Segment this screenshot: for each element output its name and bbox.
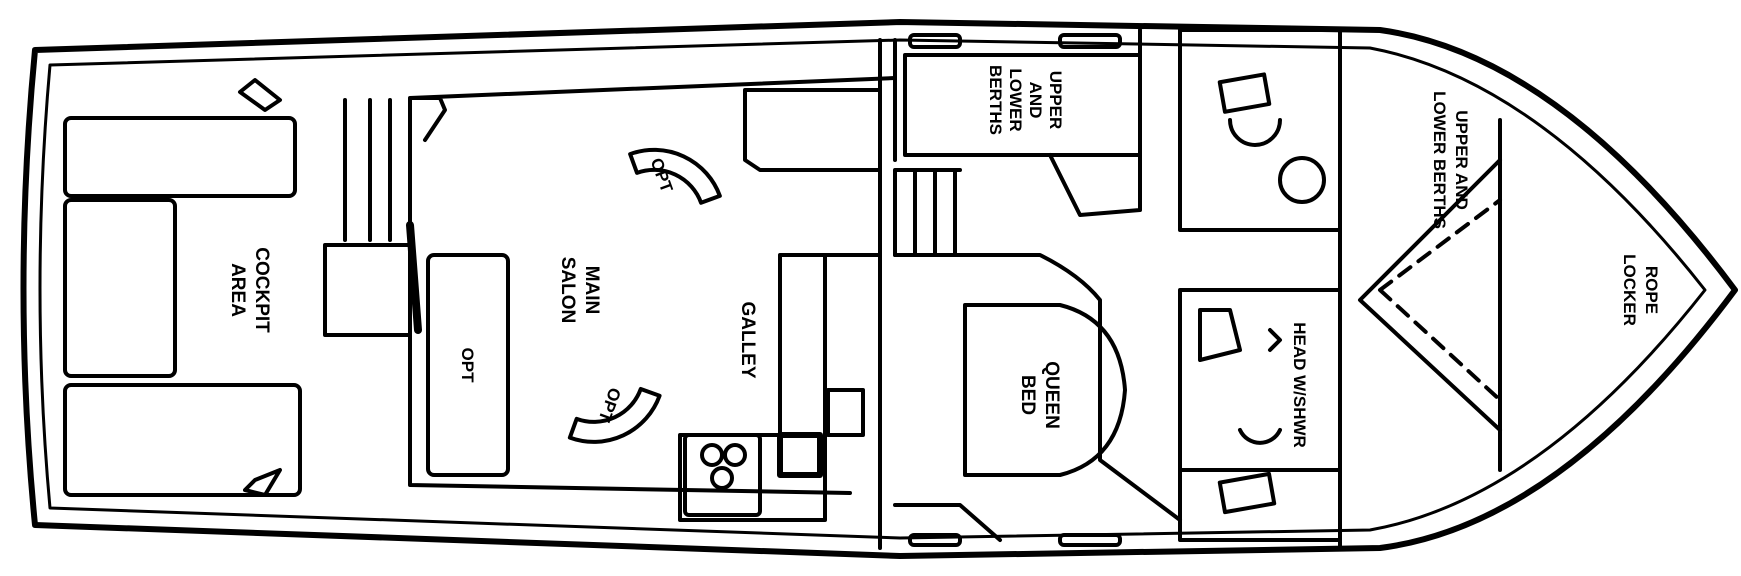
berth-bunk-bottom <box>1058 533 1122 547</box>
forward-v-berth <box>1338 28 1502 550</box>
label-galley: GALLEY <box>737 301 758 378</box>
galley-counter <box>678 253 827 522</box>
lower-sink <box>1217 471 1277 515</box>
label-upper-lower-left-line-2: AND <box>1026 82 1045 119</box>
label-upper-lower-right: UPPER AND LOWER BERTHS <box>1430 91 1471 229</box>
label-main-salon-line-2: SALON <box>557 257 578 324</box>
label-upper-lower-left-line-4: BERTHS <box>986 65 1005 135</box>
salon-cabinet <box>743 88 882 172</box>
label-cockpit: COCKPIT AREA <box>227 247 272 333</box>
galley-wall <box>823 253 882 522</box>
label-opt-chair-top-text: OPT <box>647 155 677 195</box>
label-cockpit-line-2: AREA <box>227 263 248 317</box>
label-head-line-1: HEAD W/SHWR <box>1290 322 1309 448</box>
galley-appliance <box>826 388 865 437</box>
label-queen-bed: QUEEN BED <box>1017 361 1062 429</box>
lower-fixture <box>1238 428 1282 445</box>
label-galley-text: GALLEY <box>737 301 758 378</box>
berth-cabin-lower <box>1178 468 1342 542</box>
label-opt-chair-bottom: OPT <box>594 385 624 425</box>
label-rope-locker: ROPE LOCKER <box>1620 254 1661 326</box>
berth-bunk-bottom-2 <box>908 533 962 547</box>
berth-bunk-left-top-2 <box>1058 33 1122 49</box>
head-sink-top <box>1217 72 1272 114</box>
head-cabin <box>1178 28 1342 232</box>
label-main-salon: MAIN SALON <box>557 257 602 324</box>
galley-stove <box>683 433 762 517</box>
label-upper-lower-left-line-1: UPPER <box>1046 71 1065 130</box>
berth-cabin-left-divider <box>1048 28 1142 217</box>
label-opt-chair-top: OPT <box>647 155 677 195</box>
salon-steps <box>343 98 412 242</box>
cockpit-seat-bottom <box>63 383 302 497</box>
head-shower-fixture <box>1198 308 1242 362</box>
cockpit-cleat-bottom <box>243 468 282 497</box>
queen-bed <box>963 303 1127 477</box>
label-cockpit-line-1: COCKPIT <box>251 247 272 333</box>
label-main-salon-line-1: MAIN <box>581 266 602 315</box>
label-upper-lower-left-line-3: LOWER <box>1006 68 1025 131</box>
head-shower-door <box>1268 328 1282 352</box>
helm-console <box>323 243 412 337</box>
label-queen-bed-line-1: QUEEN <box>1041 361 1062 429</box>
opt-chair-bottom <box>567 386 662 444</box>
queen-cabin-wall <box>893 253 1182 542</box>
head-fixture <box>1228 118 1282 147</box>
galley-sink <box>777 432 823 478</box>
center-bulkhead <box>878 38 897 550</box>
hull-inner-line <box>38 38 1707 540</box>
stove-burner-3 <box>710 466 734 490</box>
salon-wall <box>408 76 897 495</box>
stove-burner-1 <box>700 443 724 467</box>
cockpit-cleat-top <box>238 78 282 112</box>
label-opt-bench-text: OPT <box>458 348 477 384</box>
label-opt-bench: OPT <box>458 348 477 384</box>
stove-burner-2 <box>723 443 747 467</box>
label-rope-locker-line-2: LOCKER <box>1620 254 1639 326</box>
label-upper-lower-left: UPPER AND LOWER BERTHS <box>986 65 1065 135</box>
head-toilet <box>1278 156 1326 204</box>
companionway-stairs <box>893 168 962 257</box>
label-opt-chair-bottom-text: OPT <box>594 385 624 425</box>
label-head: HEAD W/SHWR <box>1290 322 1309 448</box>
label-queen-bed-line-2: BED <box>1017 375 1038 415</box>
opt-bench <box>426 253 510 477</box>
forward-berth-dashes <box>1378 198 1502 402</box>
cockpit-seat-middle <box>63 198 177 378</box>
opt-chair-top <box>628 147 722 205</box>
berth-bunk-left-top <box>908 33 962 49</box>
cockpit-seat-top <box>63 116 297 198</box>
hull-outline <box>20 19 1738 559</box>
label-rope-locker-line-1: ROPE <box>1642 266 1661 314</box>
label-upper-lower-right-line-2: LOWER BERTHS <box>1430 91 1449 229</box>
label-upper-lower-right-line-1: UPPER AND <box>1452 110 1471 210</box>
